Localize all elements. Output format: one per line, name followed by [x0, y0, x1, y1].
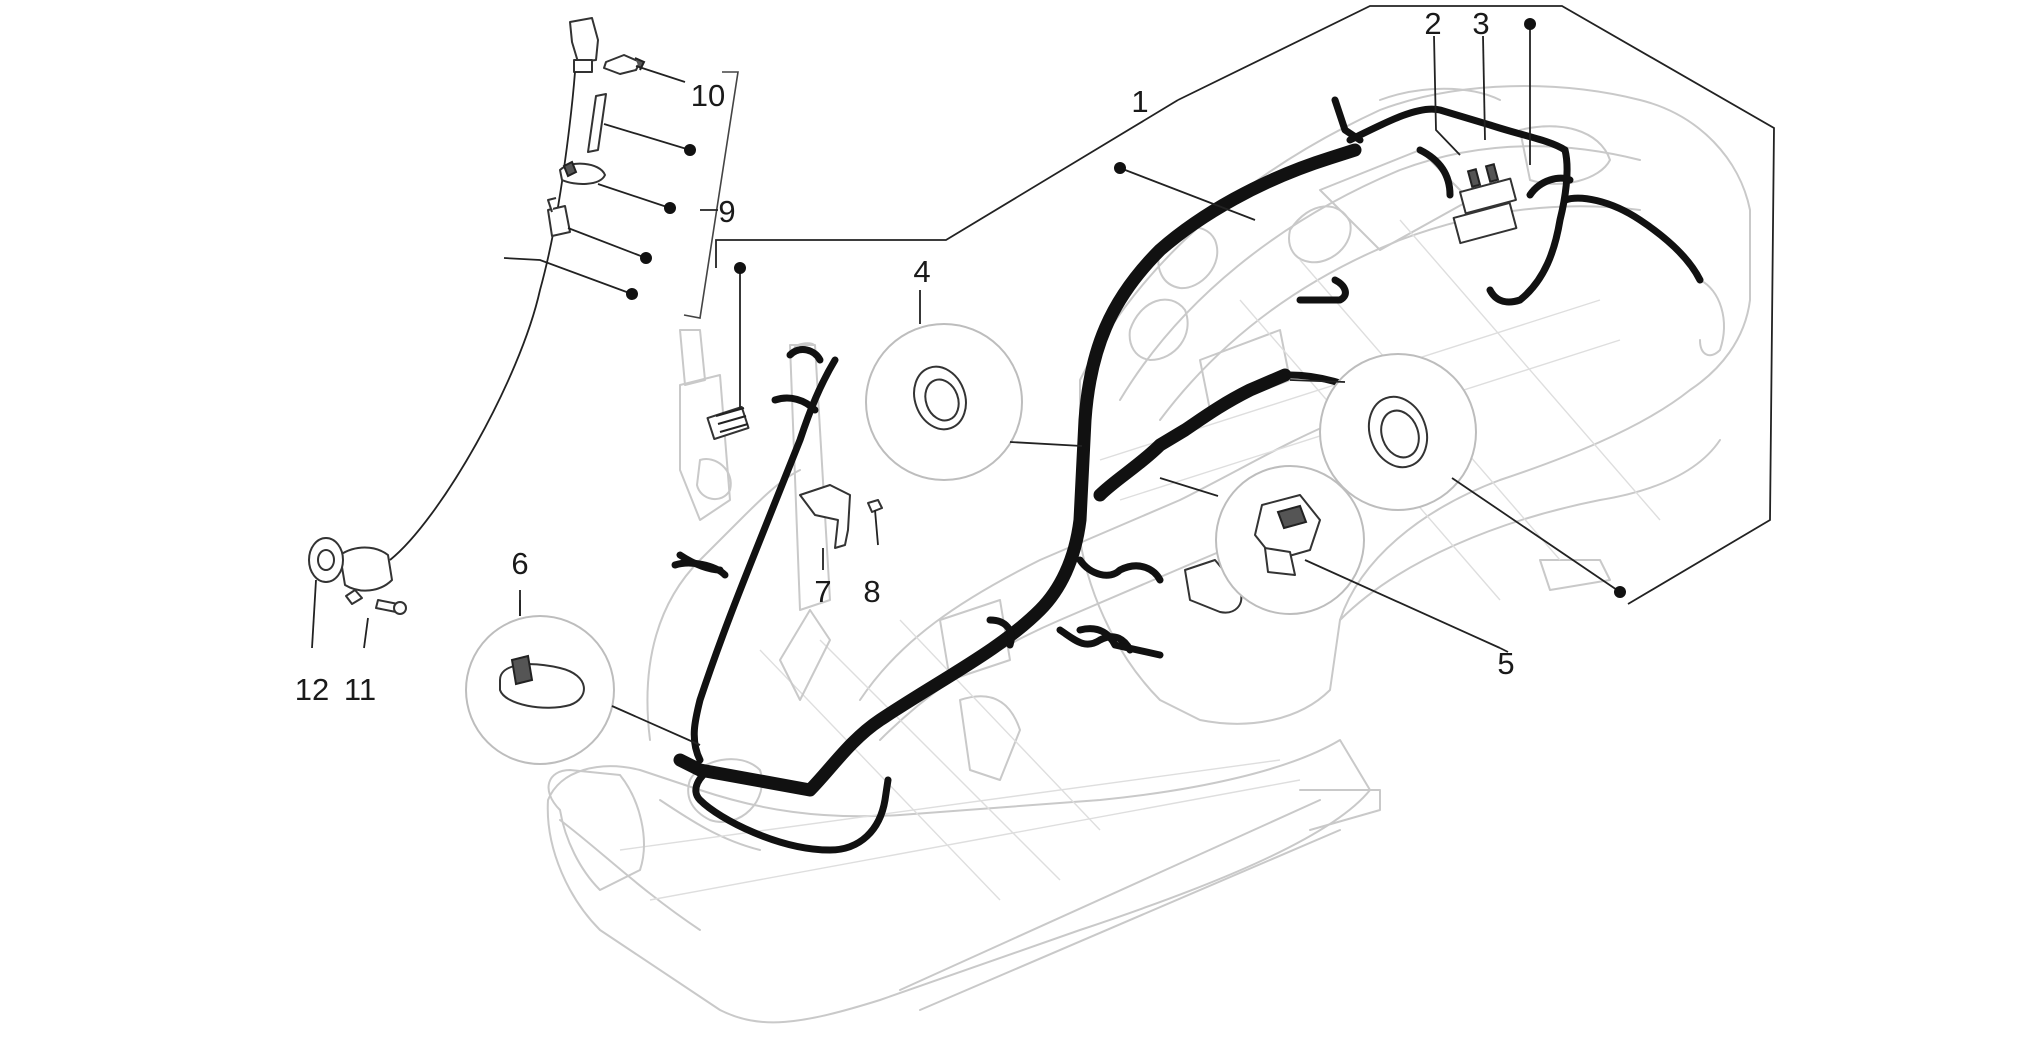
callout-11: 11: [344, 672, 376, 707]
callout-leaders: [311, 5, 1775, 653]
callout-9: 9: [718, 194, 735, 229]
zoom-detail-clamp-5: [1159, 465, 1501, 649]
zoom-detail-grommet-large: [1289, 353, 1626, 598]
callout-2: 2: [1424, 6, 1441, 41]
callout-3: 3: [1472, 6, 1489, 41]
callout-1: 1: [1131, 84, 1148, 119]
callout-8: 8: [863, 574, 880, 609]
callout-4: 4: [913, 254, 930, 289]
callout-7: 7: [814, 574, 831, 609]
main-wiring-harness: [671, 96, 1704, 854]
callout-5: 5: [1497, 646, 1514, 681]
zoom-detail-clip-6: [465, 600, 701, 765]
callout-12: 12: [295, 672, 329, 707]
zoom-detail-grommet-4: [865, 323, 1083, 481]
speed-sensor-assembly: [308, 17, 739, 615]
callout-numbers: 1 2 3 4 5 6 7 8 9 10 11 12: [295, 6, 1515, 707]
callout-6: 6: [511, 546, 528, 581]
callout-10: 10: [691, 78, 725, 113]
